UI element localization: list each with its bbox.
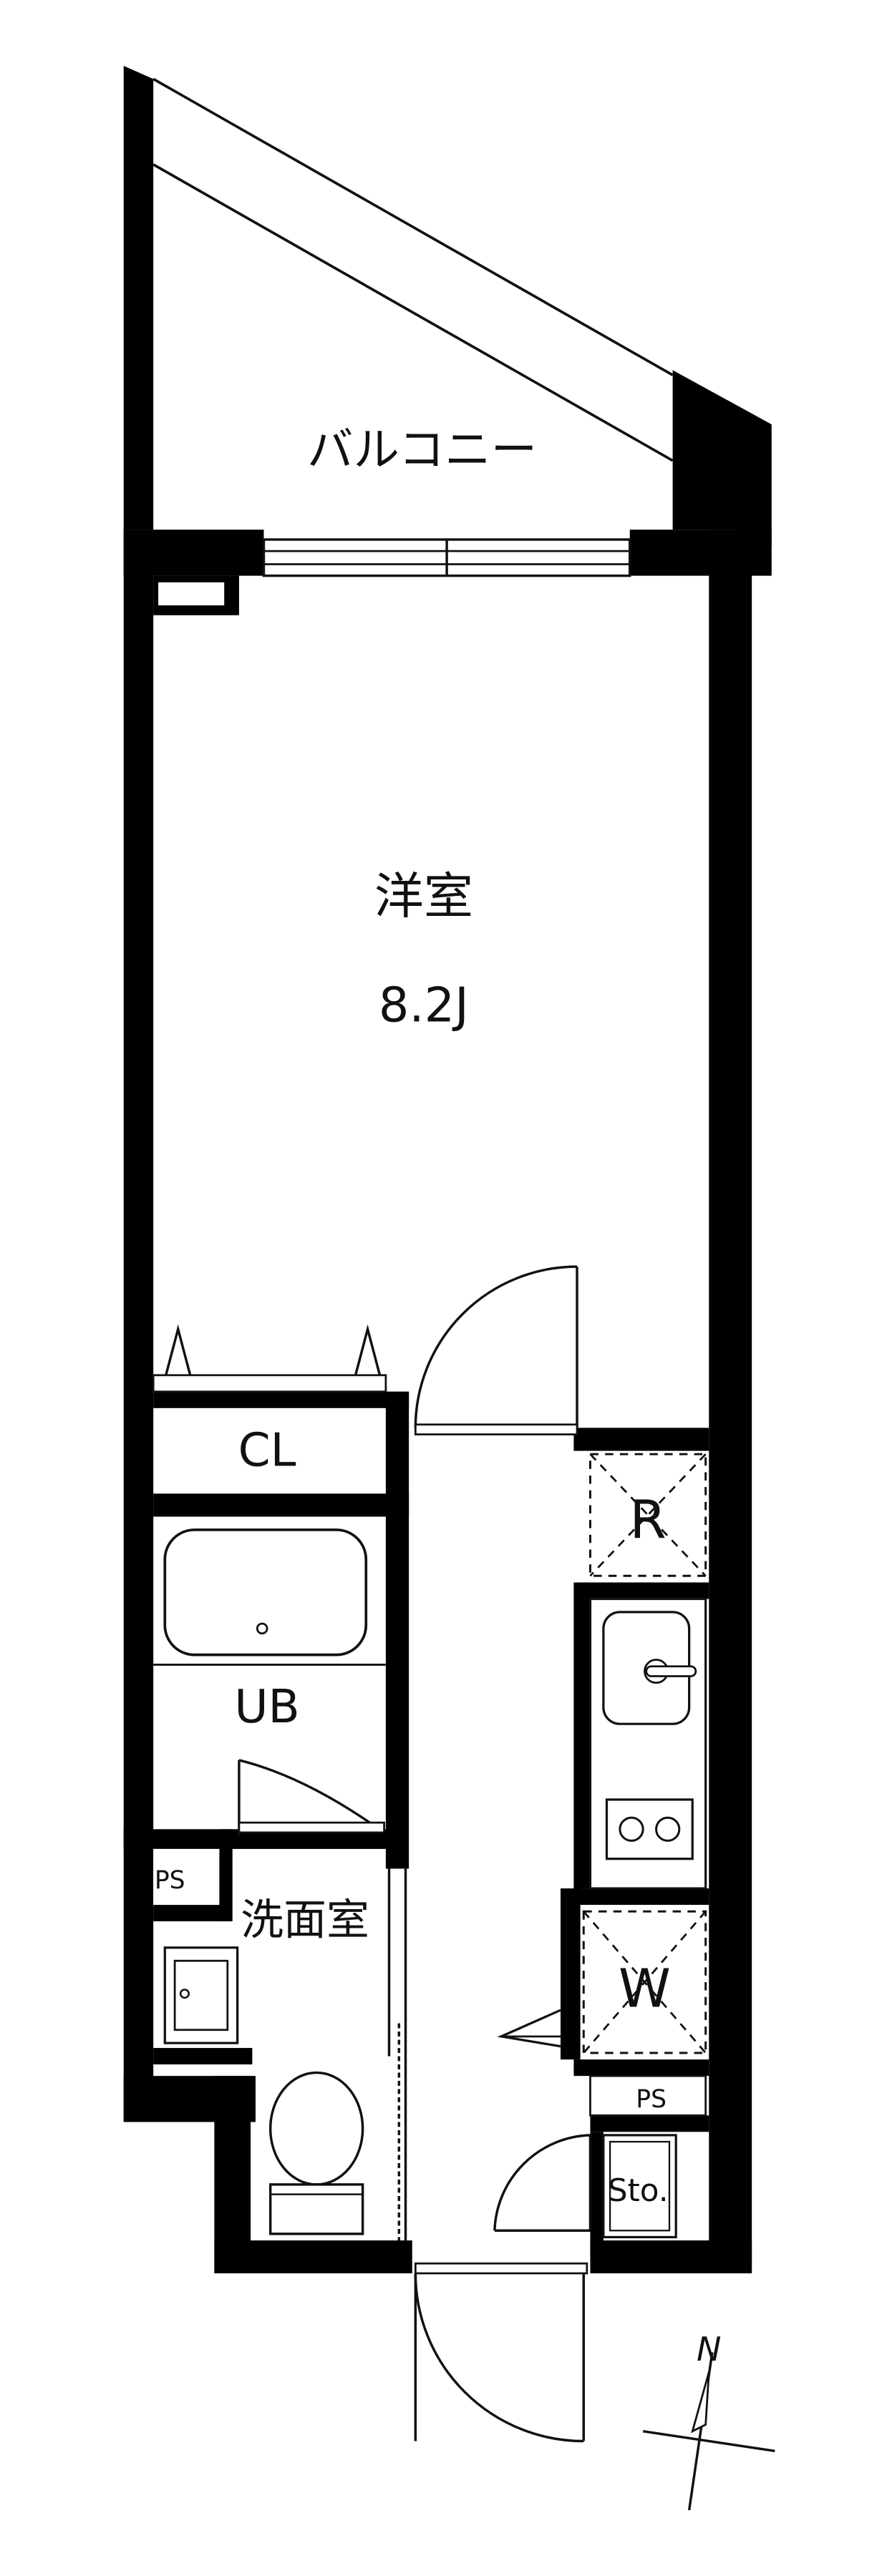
closet-folding-door[interactable] [152, 1324, 387, 1393]
kitchen-counter [588, 1597, 707, 1890]
north-label: N [697, 2330, 721, 2368]
shoe-cabinet [497, 2009, 561, 2048]
pipe-space-left-box [153, 1848, 220, 1906]
storage-box [602, 2134, 677, 2239]
storage-door[interactable] [493, 2134, 592, 2232]
wall-right [709, 530, 752, 2270]
refrigerator-space [588, 1453, 707, 1577]
refrigerator-label: R [629, 1490, 666, 1551]
unit-bath-label: UB [234, 1680, 299, 1734]
storage-label: Sto. [608, 2172, 669, 2209]
interior-walls [123, 1391, 709, 2258]
balcony-area [123, 65, 772, 547]
balcony-left-wall [123, 65, 154, 530]
balcony-rail-outer [152, 77, 674, 376]
bathtub [163, 1528, 368, 1657]
balcony-rail-inner [152, 163, 674, 462]
room-size-label: 8.2J [379, 977, 469, 1033]
washroom-sliding-door[interactable] [387, 1867, 407, 2241]
wall-left-upper [123, 530, 154, 2122]
room-name-label: 洋室 [374, 868, 473, 925]
wall-bottom-right [590, 2240, 752, 2274]
wall-bottom [214, 2240, 412, 2274]
wall-top-left [123, 530, 264, 576]
outer-walls [123, 530, 772, 2274]
pipe-space-right-box [589, 2074, 707, 2117]
pipe-space-left-label: PS [155, 1866, 185, 1895]
stove-icon [605, 1798, 694, 1860]
balcony-window[interactable] [262, 538, 631, 577]
notch-inner [158, 582, 225, 605]
balcony-label: バルコニー [307, 424, 537, 477]
washbasin [163, 1946, 239, 2044]
north-compass-icon: N [642, 2330, 775, 2511]
washing-machine-space [582, 1910, 707, 2054]
toilet [268, 2071, 364, 2235]
pipe-space-right-label: PS [636, 2085, 667, 2114]
balcony-right-wall [672, 370, 772, 547]
bath-door[interactable] [238, 1759, 385, 1836]
room-door[interactable] [414, 1265, 578, 1435]
entrance-door[interactable] [414, 2262, 588, 2443]
washroom-label: 洗面室 [241, 1895, 369, 1945]
closet-label: CL [238, 1423, 296, 1477]
washing-machine-label: W [619, 1959, 671, 2020]
